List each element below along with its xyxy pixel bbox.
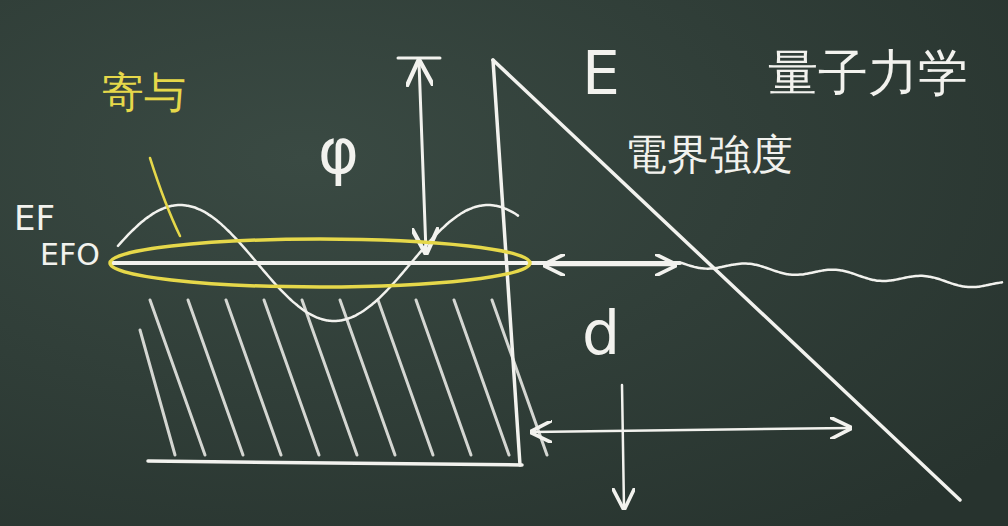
d-width-arrow (532, 428, 850, 432)
tunnel-arrow (545, 264, 675, 267)
work-function-symbol: φ (318, 118, 359, 186)
contribution-ellipse (110, 239, 530, 287)
wavefunction (118, 205, 518, 321)
fermi-level (112, 261, 680, 265)
contribution-leader (150, 158, 180, 236)
d-down-arrow (622, 385, 624, 508)
energy-label: E (582, 40, 620, 106)
transmitted-wave (682, 263, 1002, 287)
heading-note: 量子力学 (768, 46, 968, 101)
field-strength-label: 電界強度 (625, 132, 793, 178)
fermi-label: EF (14, 200, 55, 237)
metal-base (148, 461, 522, 465)
phi-arrow (419, 62, 426, 252)
metal-hatching (140, 300, 547, 455)
contribution-label: 寄与 (102, 70, 186, 116)
phi-tick (398, 57, 440, 60)
distance-label: d (582, 300, 620, 366)
hatch-line (140, 330, 175, 455)
fermi-zero-label: EFO (40, 238, 100, 271)
